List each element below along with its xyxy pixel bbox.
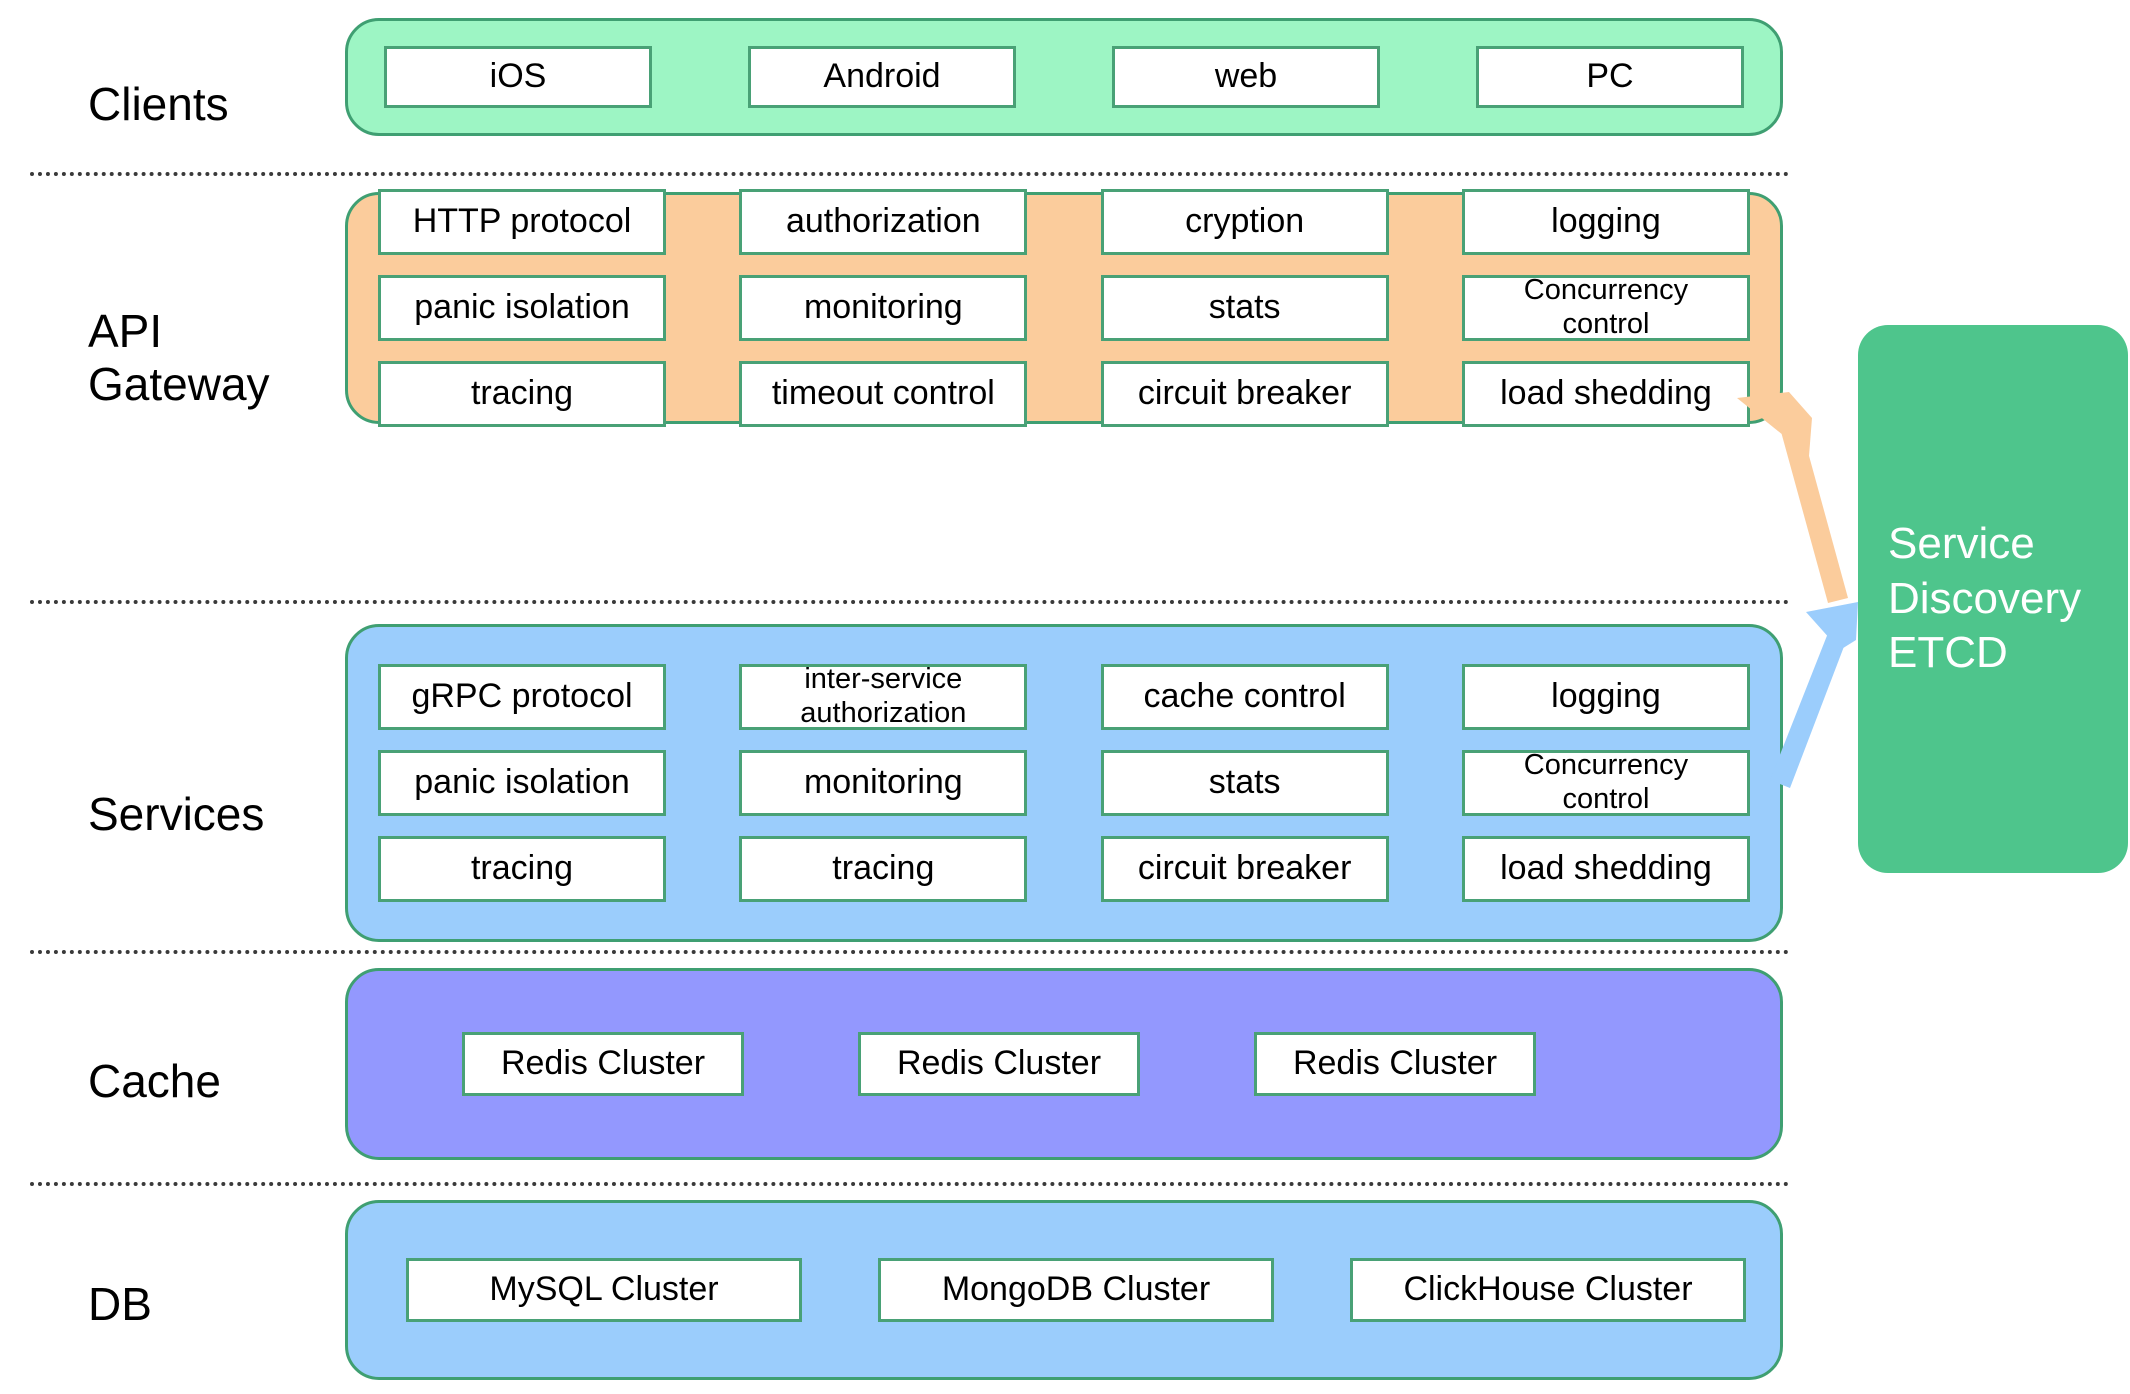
layer-band-services: gRPC protocol inter-service authorizatio… [345,624,1783,942]
chip-row: Redis Cluster Redis Cluster Redis Cluste… [370,1032,1758,1096]
layer-label-cache: Cache [88,1055,221,1107]
layer-band-db: MySQL Cluster MongoDB Cluster ClickHouse… [345,1200,1783,1380]
chip-row: panic isolation monitoring stats Concurr… [378,274,1750,341]
chip-logging[interactable]: logging [1461,664,1750,730]
layer-separator [30,172,1790,176]
chip-web[interactable]: web [1112,46,1380,108]
chip-clickhouse-cluster[interactable]: ClickHouse Cluster [1350,1258,1746,1322]
chip-monitoring[interactable]: monitoring [739,750,1028,816]
chip-tracing-1[interactable]: tracing [378,836,666,902]
layer-separator [30,600,1790,604]
layer-band-cache: Redis Cluster Redis Cluster Redis Cluste… [345,968,1783,1160]
chip-android[interactable]: Android [748,46,1016,108]
chip-stats[interactable]: stats [1100,275,1389,341]
chip-timeout-control[interactable]: timeout control [739,361,1028,427]
chip-mongodb-cluster[interactable]: MongoDB Cluster [878,1258,1274,1322]
chip-circuit-breaker[interactable]: circuit breaker [1100,361,1389,427]
layer-label-services: Services [88,788,265,840]
chip-load-shedding[interactable]: load shedding [1461,836,1750,902]
chip-row: tracing tracing circuit breaker load she… [378,836,1750,902]
layer-band-clients: iOS Android web PC [345,18,1783,136]
chip-cryption[interactable]: cryption [1100,189,1389,255]
chip-stats[interactable]: stats [1100,750,1389,816]
chip-row: MySQL Cluster MongoDB Cluster ClickHouse… [370,1258,1758,1322]
chip-panic-isolation[interactable]: panic isolation [378,275,666,341]
chip-cache-control[interactable]: cache control [1100,664,1389,730]
chip-redis-cluster-3[interactable]: Redis Cluster [1254,1032,1536,1096]
chip-tracing-2[interactable]: tracing [739,836,1028,902]
chip-row: gRPC protocol inter-service authorizatio… [378,663,1750,730]
layer-separator [30,950,1790,954]
chip-row: panic isolation monitoring stats Concurr… [378,749,1750,816]
layer-separator [30,1182,1790,1186]
chip-panic-isolation[interactable]: panic isolation [378,750,666,816]
layer-band-api-gateway: HTTP protocol authorization cryption log… [345,189,1783,427]
service-discovery-panel[interactable]: Service Discovery ETCD [1858,325,2128,873]
chip-authorization[interactable]: authorization [739,189,1028,255]
chip-http-protocol[interactable]: HTTP protocol [378,189,666,255]
chip-monitoring[interactable]: monitoring [739,275,1028,341]
chip-row: HTTP protocol authorization cryption log… [378,189,1750,255]
chip-inter-service-authorization[interactable]: inter-service authorization [739,663,1028,730]
chip-row: tracing timeout control circuit breaker … [378,361,1750,427]
chip-grpc-protocol[interactable]: gRPC protocol [378,664,666,730]
layer-label-db: DB [88,1278,152,1330]
chip-mysql-cluster[interactable]: MySQL Cluster [406,1258,802,1322]
chip-concurrency-control[interactable]: Concurrency control [1461,749,1750,816]
chip-redis-cluster-2[interactable]: Redis Cluster [858,1032,1140,1096]
chip-pc[interactable]: PC [1476,46,1744,108]
layer-label-clients: Clients [88,78,229,130]
chip-load-shedding[interactable]: load shedding [1461,361,1750,427]
service-discovery-label: Service Discovery ETCD [1888,519,2082,678]
chip-redis-cluster-1[interactable]: Redis Cluster [462,1032,744,1096]
layer-label-api-gateway: API Gateway [88,305,270,411]
chip-ios[interactable]: iOS [384,46,652,108]
chip-concurrency-control[interactable]: Concurrency control [1461,274,1750,341]
chip-circuit-breaker[interactable]: circuit breaker [1100,836,1389,902]
chip-logging[interactable]: logging [1461,189,1750,255]
chip-row: iOS Android web PC [384,46,1744,108]
chip-tracing[interactable]: tracing [378,361,666,427]
